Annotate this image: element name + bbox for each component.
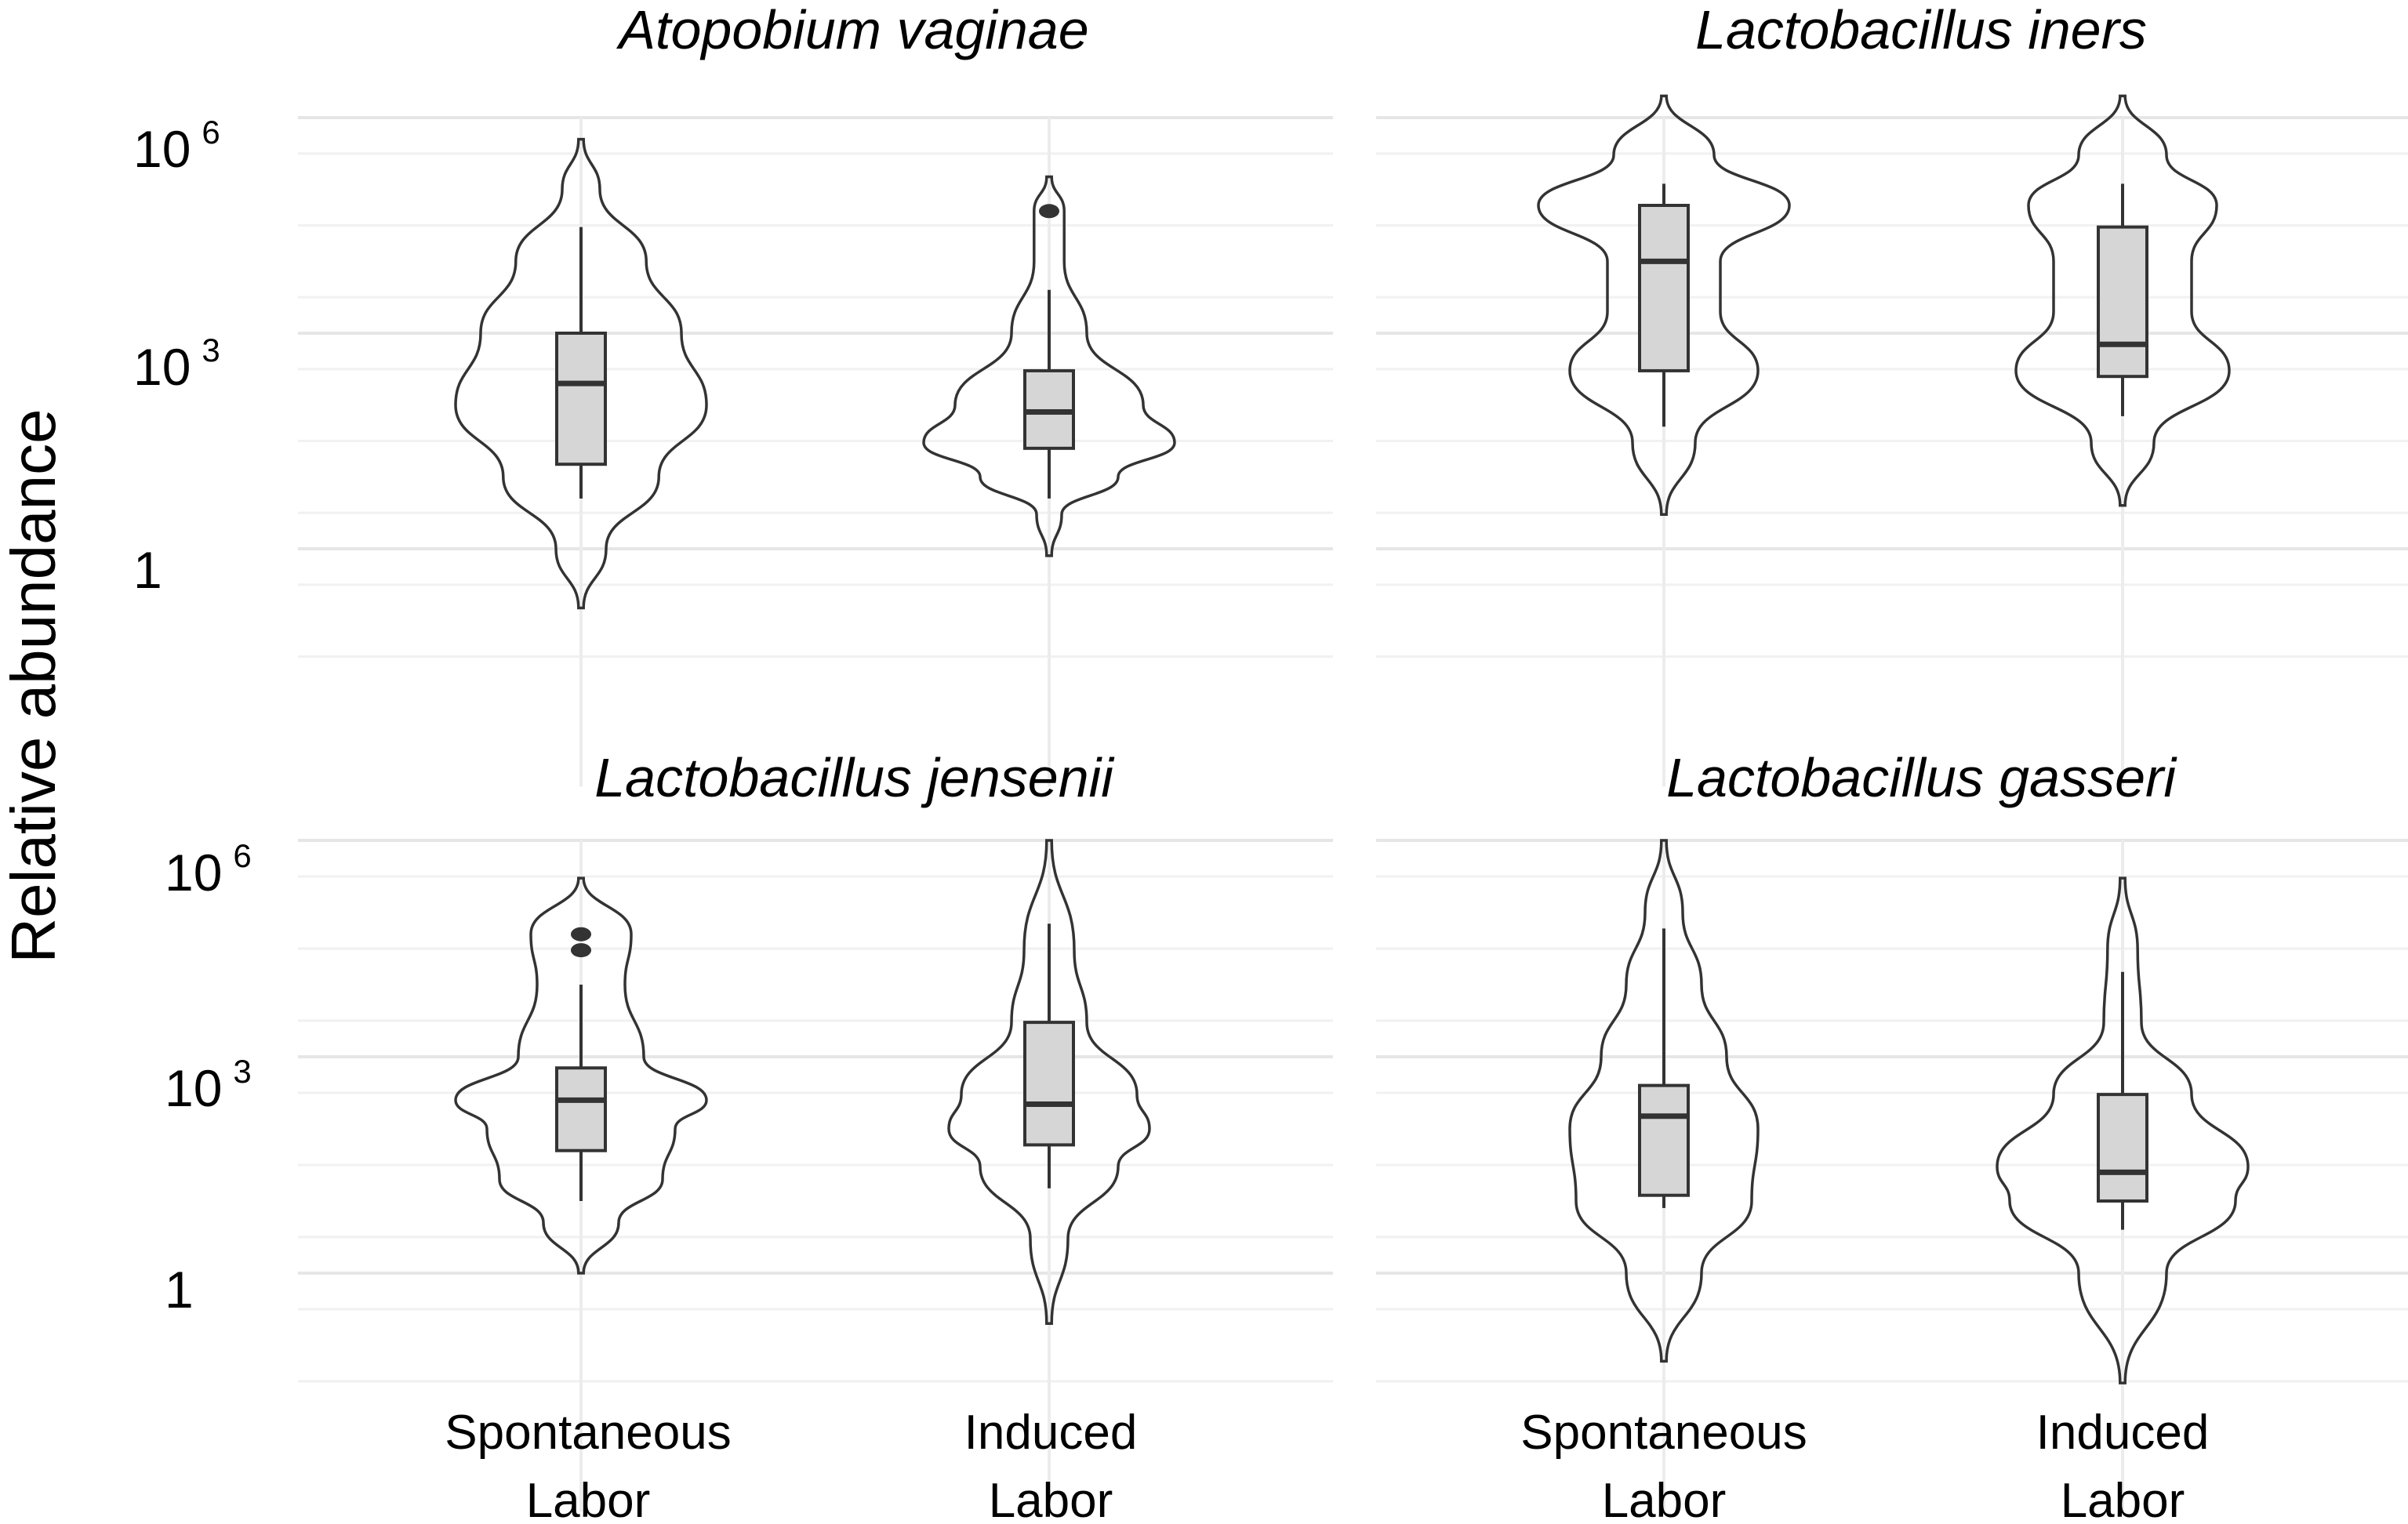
plot-area <box>1376 94 2408 787</box>
iqr-box <box>1638 1083 1690 1197</box>
x-category-label: Labor <box>526 1474 651 1524</box>
x-category-labels-right: Spontaneous Labor Induced Labor <box>1520 1406 2209 1524</box>
panel-title: Atopobium vaginae <box>616 0 1088 60</box>
panel-title: Lactobacillus gasseri <box>1666 747 2177 808</box>
panel-title: Lactobacillus jensenii <box>594 747 1115 808</box>
violin-shape <box>454 876 708 1275</box>
iqr-box <box>1638 204 1690 372</box>
iqr-box <box>2097 225 2148 379</box>
outlier-point <box>1039 204 1059 219</box>
violin-shape <box>1568 839 1760 1363</box>
x-category-label: Labor <box>2061 1474 2185 1524</box>
x-category-label: Spontaneous <box>1520 1406 1807 1460</box>
outlier-point <box>571 943 591 958</box>
plot-area <box>1376 839 2408 1511</box>
violin-shape <box>1996 876 2250 1384</box>
iqr-box <box>555 1066 607 1152</box>
violin-shape <box>947 839 1151 1326</box>
y-axis-title: Relative abundance <box>0 408 68 963</box>
y-tick-label: 1 <box>165 1261 194 1319</box>
violin-shape <box>922 175 1176 557</box>
violin-shape <box>1537 94 1791 517</box>
violin-shape <box>454 137 708 610</box>
x-category-label: Spontaneous <box>445 1406 731 1460</box>
iqr-box <box>2097 1093 2148 1203</box>
x-category-label: Labor <box>989 1474 1113 1524</box>
iqr-box <box>555 332 607 466</box>
panel-lactobacillus-gasseri: Lactobacillus gasseri <box>1376 747 2408 1511</box>
panel-title: Lactobacillus iners <box>1695 0 2147 60</box>
x-category-label: Induced <box>964 1406 1138 1460</box>
plot-area <box>298 116 1333 787</box>
x-category-labels-left: Spontaneous Labor Induced Labor <box>445 1406 1137 1524</box>
plot-area <box>298 839 1333 1511</box>
iqr-box <box>1023 1021 1075 1147</box>
y-tick-label: 1 <box>133 541 162 599</box>
violin-shape <box>2014 94 2231 507</box>
x-category-label: Induced <box>2036 1406 2210 1460</box>
outlier-point <box>571 927 591 942</box>
panel-lactobacillus-iners: Lactobacillus iners <box>1376 0 2408 787</box>
x-category-label: Labor <box>1602 1474 1727 1524</box>
